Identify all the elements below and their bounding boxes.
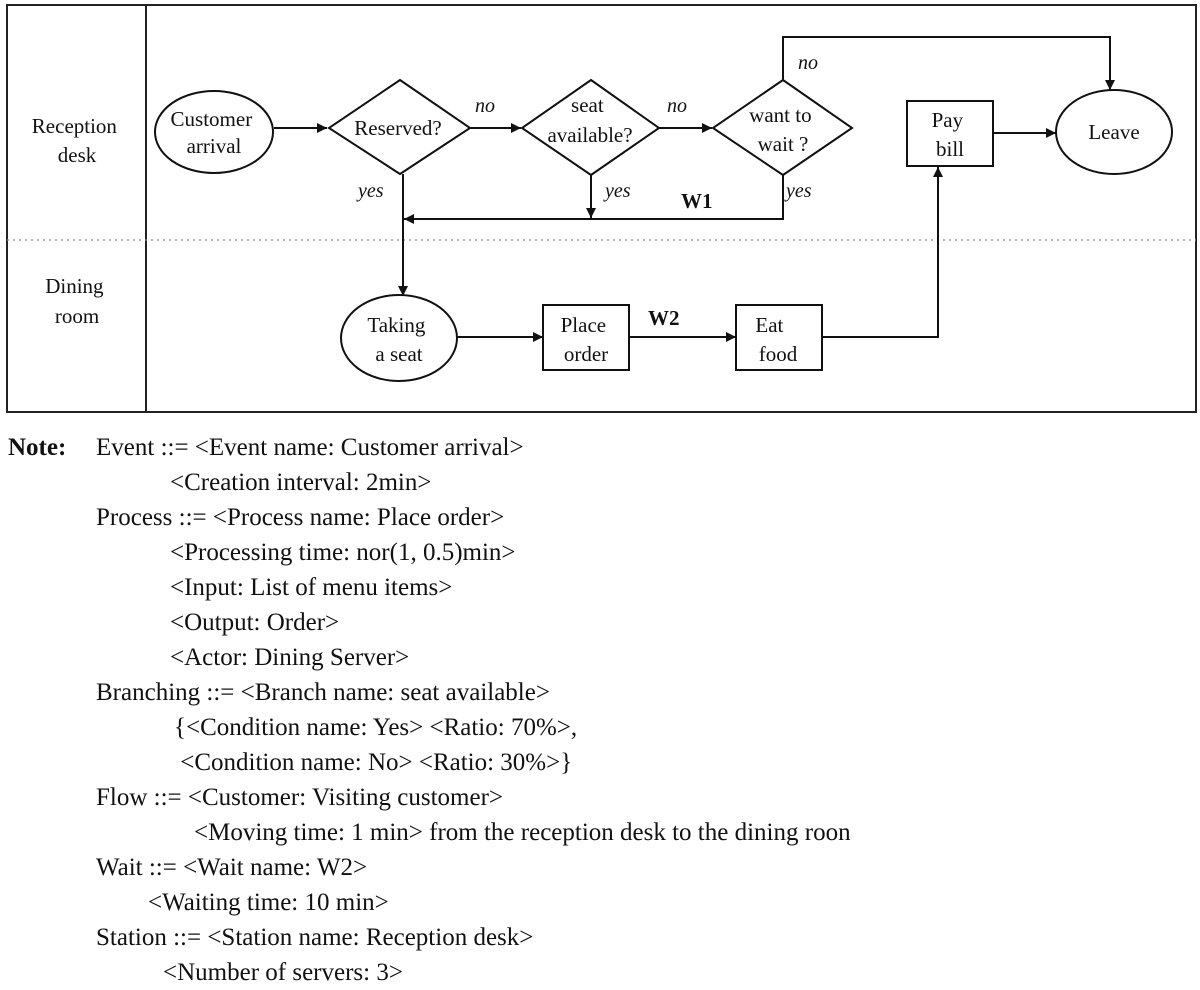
diagram-frame [6,4,1197,413]
node-eat-food: Eat food [735,304,823,371]
node-place-order: Place order [542,304,630,371]
edge-wait-yes-w1 [404,175,784,224]
label-seat-yes: yes [603,180,631,202]
note-station-servers: <Number of servers: 3> [163,959,403,986]
note-flow-moving-time: <Moving time: 1 min> from the reception … [194,819,851,846]
label-reserved-no: no [475,95,495,117]
note-event-interval: <Creation interval: 2min> [170,469,432,496]
note-wait-time: <Waiting time: 10 min> [148,889,389,916]
note-process-input: <Input: List of menu items> [170,574,453,601]
note-station: Station ::= <Station name: Reception des… [96,924,534,951]
svg-text:Eat food: Eat food [755,313,797,366]
edge-wait-no [782,36,1115,90]
label-wait-no: no [798,52,818,74]
node-seat-available: seat available? [520,78,661,177]
note-process: Process ::= <Process name: Place order> [96,504,505,531]
note-branch-no: <Condition name: No> <Ratio: 30%>} [174,749,573,776]
node-taking-seat: Taking a seat [340,294,458,382]
note-branching: Branching ::= <Branch name: seat availab… [96,679,550,706]
swimlane-flowchart: Reception desk Dining room no no no yes … [6,4,1197,413]
note-process-output: <Output: Order> [170,609,340,636]
node-leave: Leave [1055,89,1173,175]
svg-text:want to wait ?: want to wait ? [749,103,817,156]
svg-text:Leave: Leave [1088,120,1139,144]
svg-text:Taking a seat: Taking a seat [367,313,430,366]
note-process-actor: <Actor: Dining Server> [170,644,410,671]
svg-text:Place order: Place order [561,313,612,366]
note-flow: Flow ::= <Customer: Visiting customer> [96,784,504,811]
note-branch-yes: {<Condition name: Yes> <Ratio: 70%>, [174,714,578,741]
wait-label-w1: W1 [681,189,713,213]
svg-text:Customer arrival: Customer arrival [171,107,258,158]
node-want-to-wait: want to wait ? [711,78,854,177]
label-reserved-yes: yes [356,180,384,202]
notes-heading: Note: [8,434,67,461]
node-reserved: Reserved? [327,78,472,176]
lane-label-dining: Dining room [45,274,109,328]
note-process-time: <Processing time: nor(1, 0.5)min> [170,539,516,566]
note-wait: Wait ::= <Wait name: W2> [96,854,368,881]
svg-text:Reserved?: Reserved? [354,116,441,140]
node-pay-bill: Pay bill [906,100,994,167]
svg-text:Pay bill: Pay bill [932,108,969,161]
lane-label-reception: Reception desk [32,114,122,167]
wait-label-w2: W2 [648,306,680,330]
note-event: Event ::= <Event name: Customer arrival> [96,434,524,461]
edge-eat-to-pay [821,167,943,338]
label-seat-no: no [667,95,687,117]
label-wait-yes: yes [784,180,812,202]
node-customer-arrival: Customer arrival [154,90,274,174]
svg-text:seat available?: seat available? [547,93,632,147]
